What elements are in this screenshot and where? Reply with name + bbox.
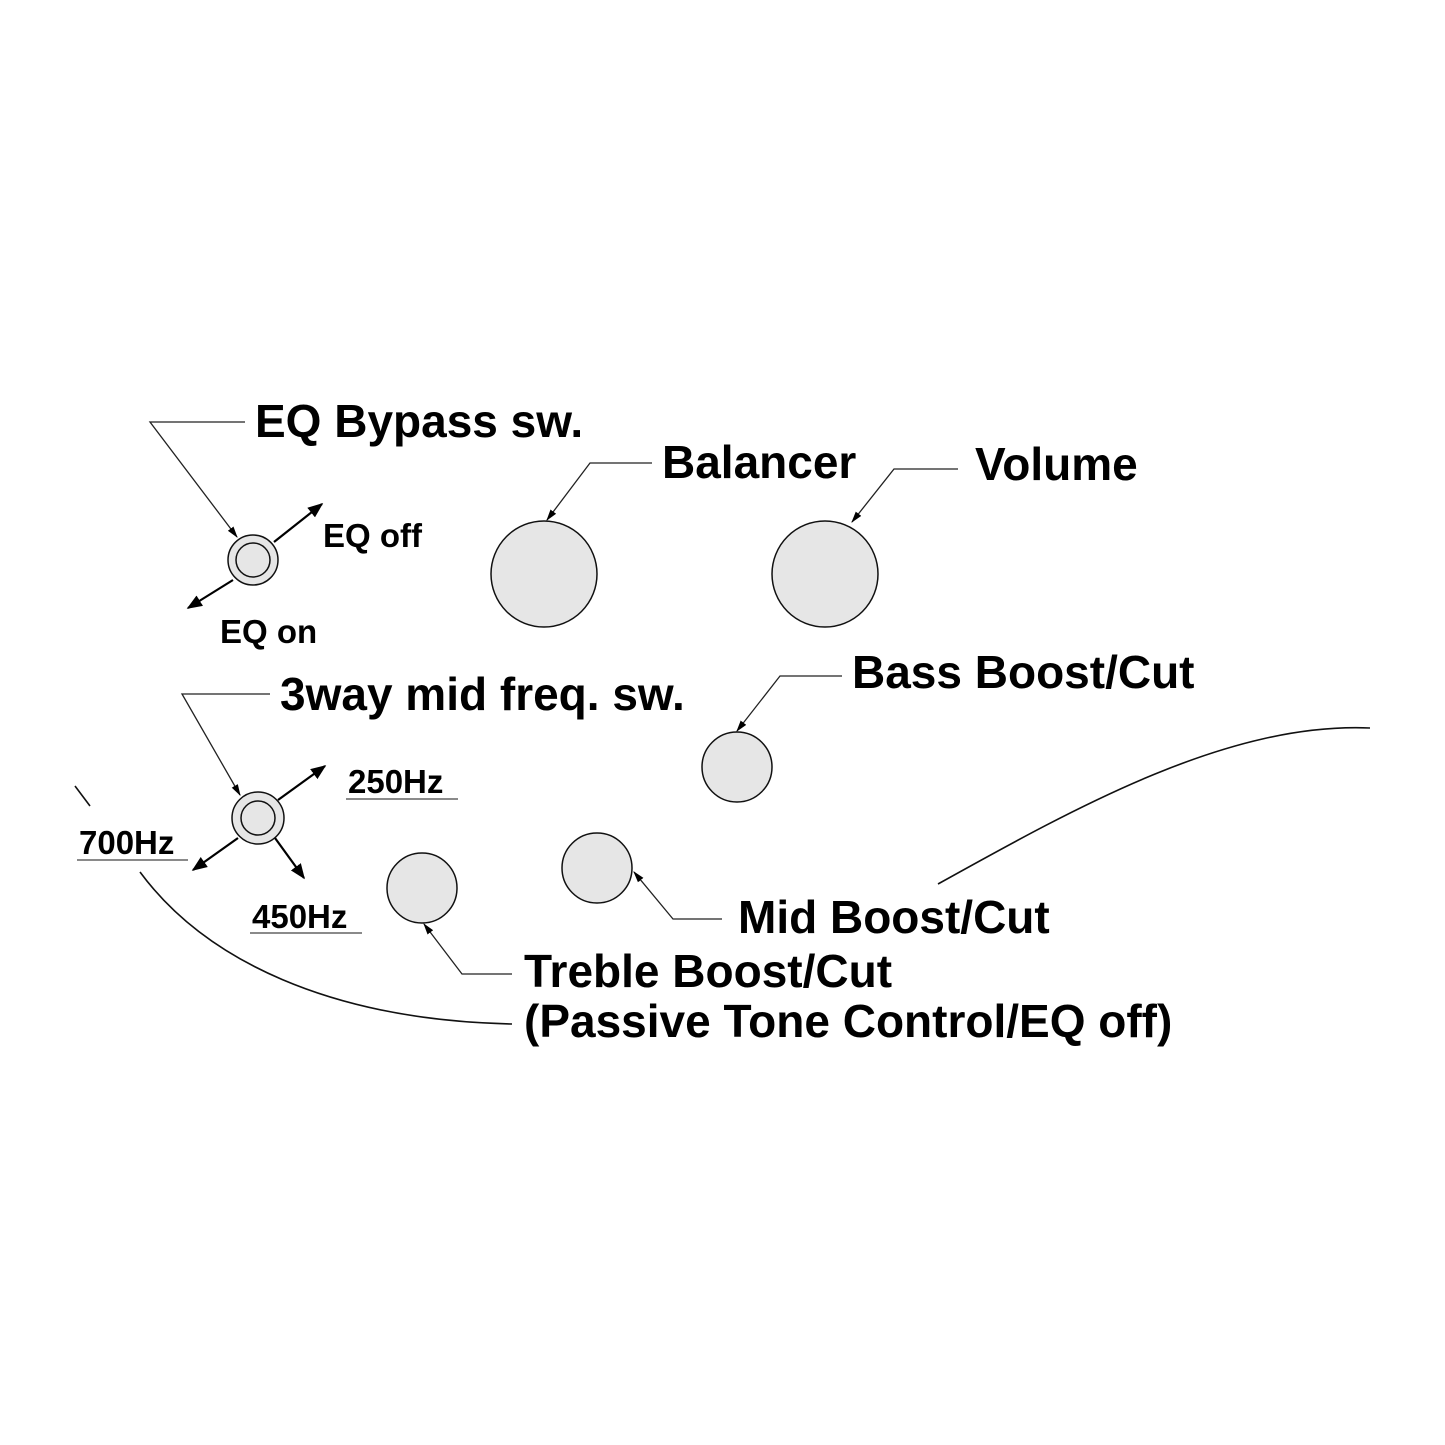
- volume-leader: [851, 468, 958, 523]
- three-way-label: 3way mid freq. sw.: [280, 668, 685, 720]
- body-outline-right: [937, 726, 1371, 885]
- eq-on-label: EQ on: [220, 613, 317, 650]
- bass-label: Bass Boost/Cut: [852, 646, 1194, 698]
- eq-bypass-leader: [148, 421, 245, 538]
- eq-bypass-switch[interactable]: [227, 534, 279, 586]
- balancer-knob[interactable]: [490, 520, 598, 628]
- balancer-leader: [546, 462, 652, 521]
- arrow-700hz: [191, 837, 239, 871]
- mid-knob[interactable]: [561, 832, 633, 904]
- arrow-450hz: [274, 837, 305, 880]
- balancer-label: Balancer: [662, 436, 856, 488]
- hz-250-label: 250Hz: [348, 763, 443, 800]
- eq-on-arrow: [186, 579, 234, 609]
- treble-leader: [423, 923, 512, 975]
- arrow-250hz: [277, 765, 327, 801]
- bass-leader: [736, 675, 842, 732]
- mid-label: Mid Boost/Cut: [738, 891, 1050, 943]
- body-outline-left: [74, 785, 513, 1025]
- volume-knob[interactable]: [771, 520, 879, 628]
- treble-sub-label: (Passive Tone Control/EQ off): [524, 995, 1172, 1047]
- eq-off-arrow: [273, 503, 324, 543]
- three-way-switch[interactable]: [231, 791, 285, 845]
- hz-450-label: 450Hz: [252, 898, 347, 935]
- treble-label: Treble Boost/Cut: [524, 945, 892, 997]
- volume-label: Volume: [975, 438, 1138, 490]
- three-way-leader: [180, 693, 270, 797]
- hz-700-label: 700Hz: [79, 824, 174, 861]
- bass-knob[interactable]: [701, 731, 773, 803]
- eq-off-label: EQ off: [323, 517, 423, 554]
- eq-bypass-label: EQ Bypass sw.: [255, 395, 583, 447]
- mid-leader: [633, 871, 722, 920]
- treble-knob[interactable]: [386, 852, 458, 924]
